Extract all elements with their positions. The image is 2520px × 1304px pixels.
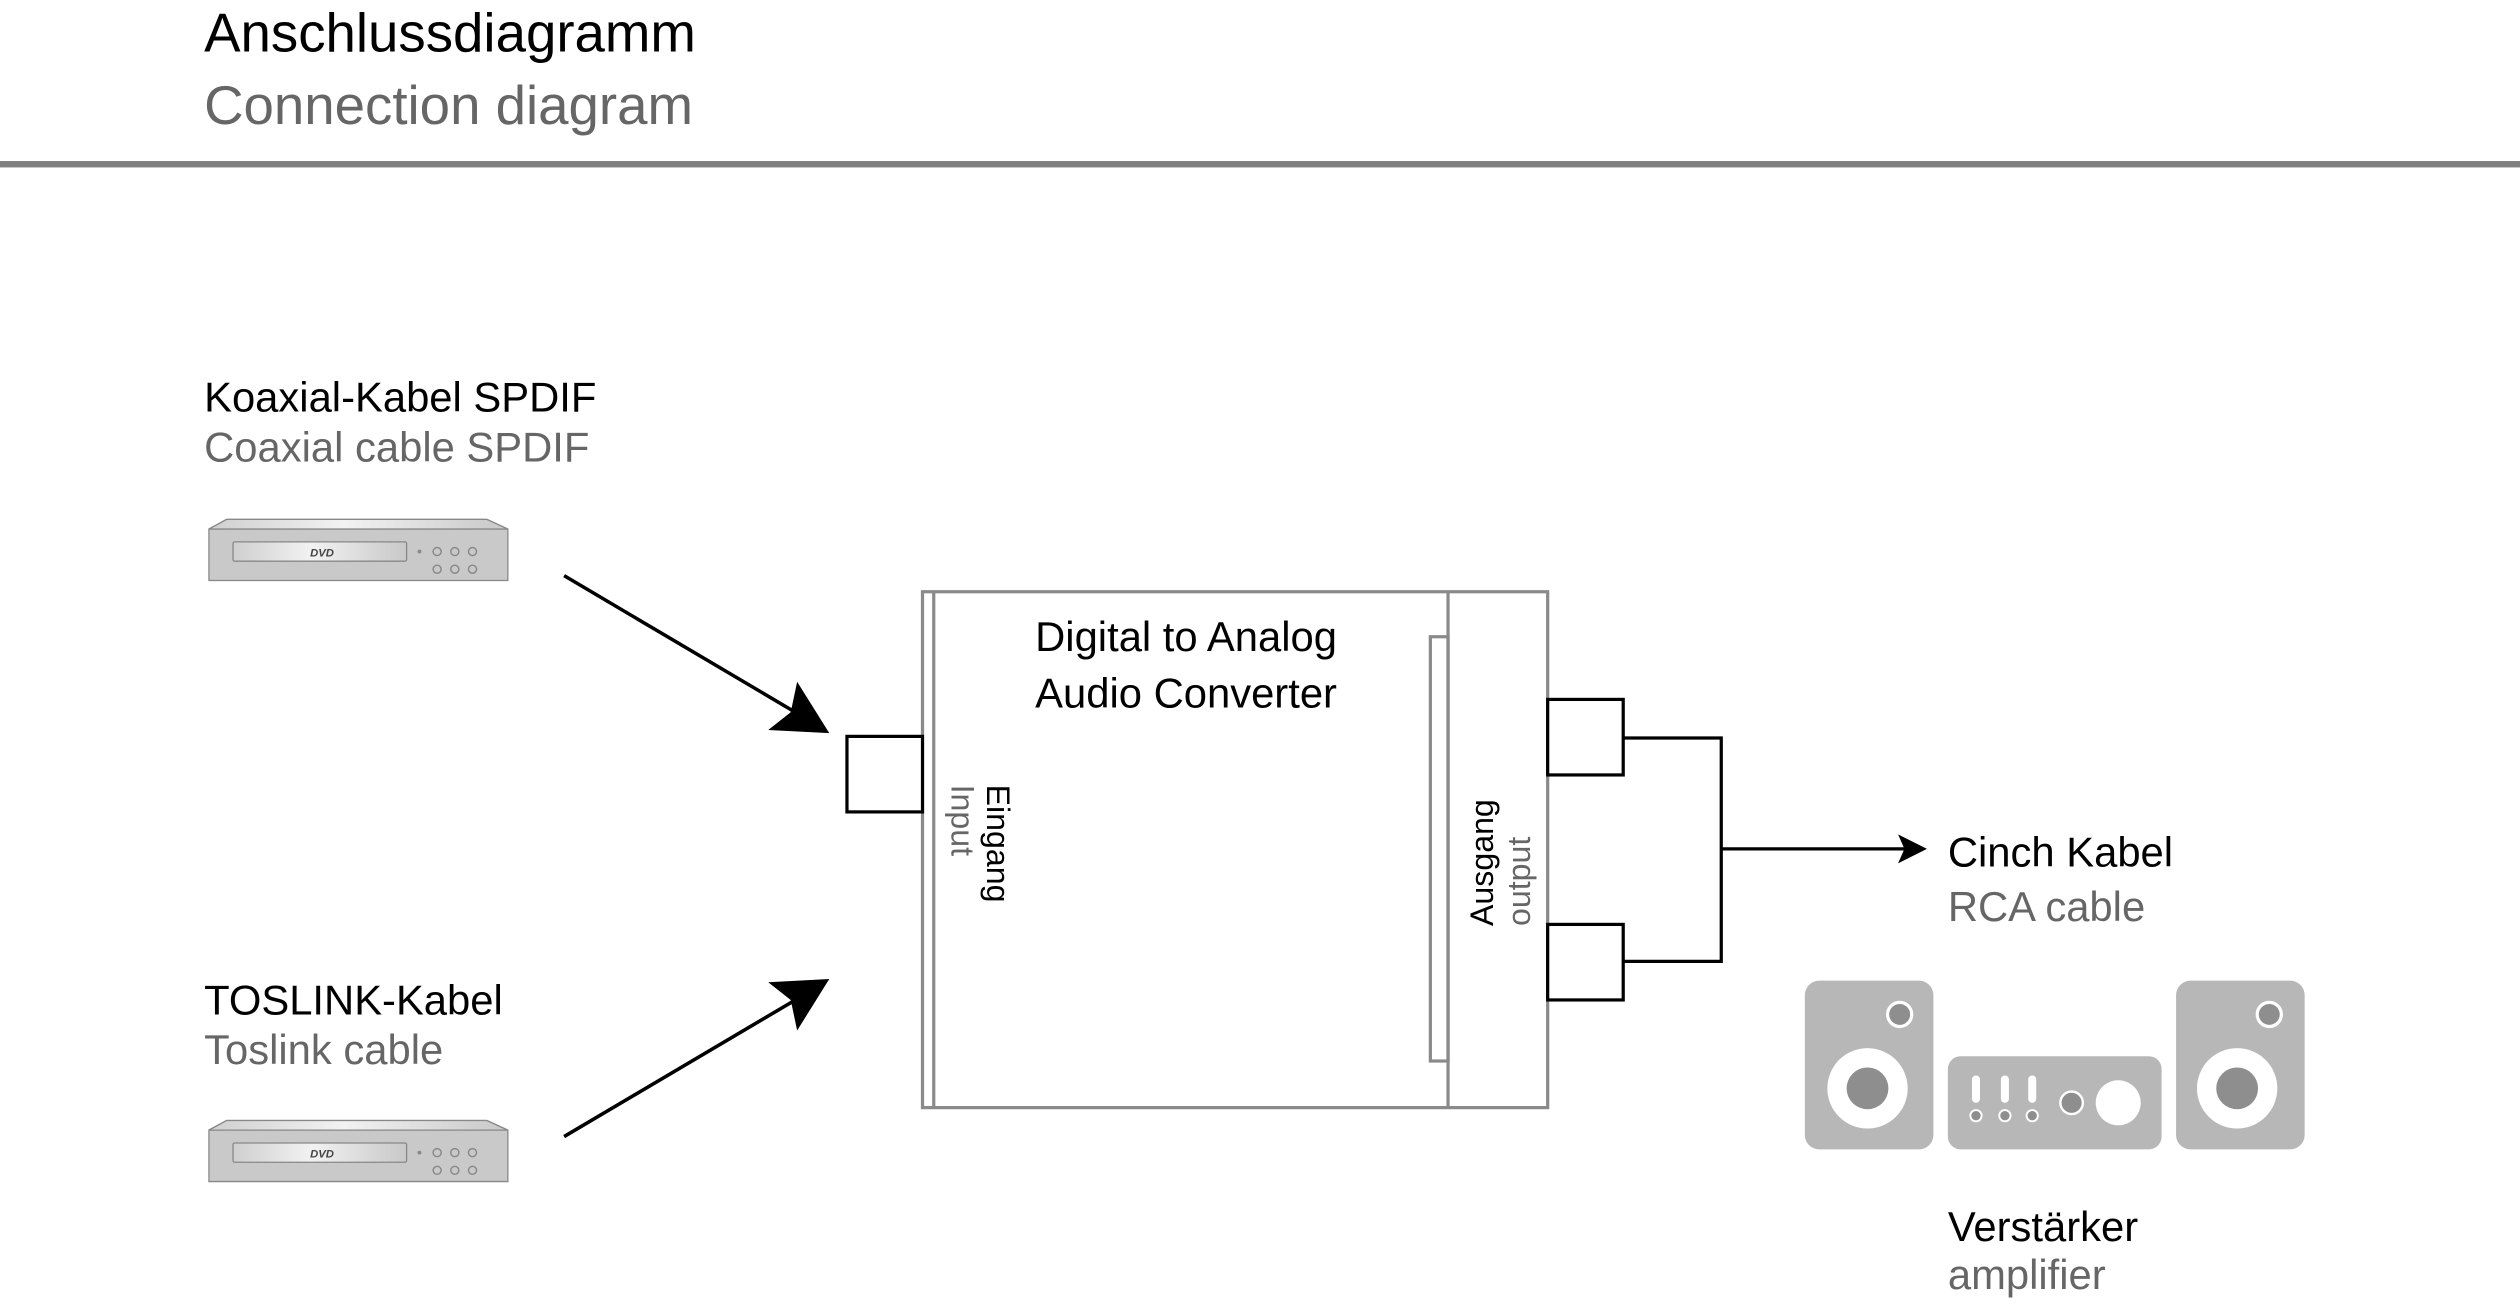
title-en: Connection diagram: [204, 75, 693, 136]
dvd-logo: DVD: [310, 1148, 334, 1160]
amplifier-icon: [1947, 1056, 2162, 1150]
arrowhead-icon: [768, 979, 830, 1031]
coax-label-de: Koaxial-Kabel SPDIF: [204, 374, 596, 421]
arrowhead-icon: [768, 681, 830, 734]
dvd-player-icon: DVD: [208, 1119, 509, 1183]
toslink-arrow: [563, 993, 805, 1139]
dvd-logo: DVD: [310, 547, 334, 559]
rca-cable-lines: [1623, 736, 1907, 963]
converter-title-line2: Audio Converter: [1035, 669, 1337, 716]
speaker-right-icon: [2176, 980, 2305, 1150]
input-label-de: Eingang: [980, 785, 1016, 903]
coax-label-en: Coaxial cable SPDIF: [204, 424, 589, 471]
input-port: [845, 734, 925, 814]
amplifier-label-en: amplifier: [1948, 1251, 2106, 1298]
rca-label-de: Cinch Kabel: [1948, 829, 2173, 876]
header-divider: [0, 161, 2520, 168]
speaker-left-icon: [1804, 980, 1934, 1150]
input-label-en: Input: [944, 785, 980, 857]
output-label-en: output: [1501, 837, 1537, 926]
dvd-player-icon: DVD: [208, 518, 509, 582]
rca-label-en: RCA cable: [1948, 883, 2145, 930]
toslink-label-en: Toslink cable: [204, 1026, 443, 1073]
converter-box: [920, 590, 1550, 1110]
coax-arrow: [563, 574, 805, 719]
converter-title-line1: Digital to Analog: [1035, 613, 1337, 660]
toslink-label-de: TOSLINK-Kabel: [204, 976, 503, 1023]
output-port-left: [1546, 697, 1625, 777]
amplifier-label-de: Verstärker: [1948, 1203, 2138, 1250]
output-label-de: Ausgang: [1464, 799, 1500, 926]
output-port-right: [1546, 922, 1625, 1002]
title-de: Anschlussdiagramm: [204, 3, 696, 64]
arrowhead-icon: [1898, 834, 1927, 864]
